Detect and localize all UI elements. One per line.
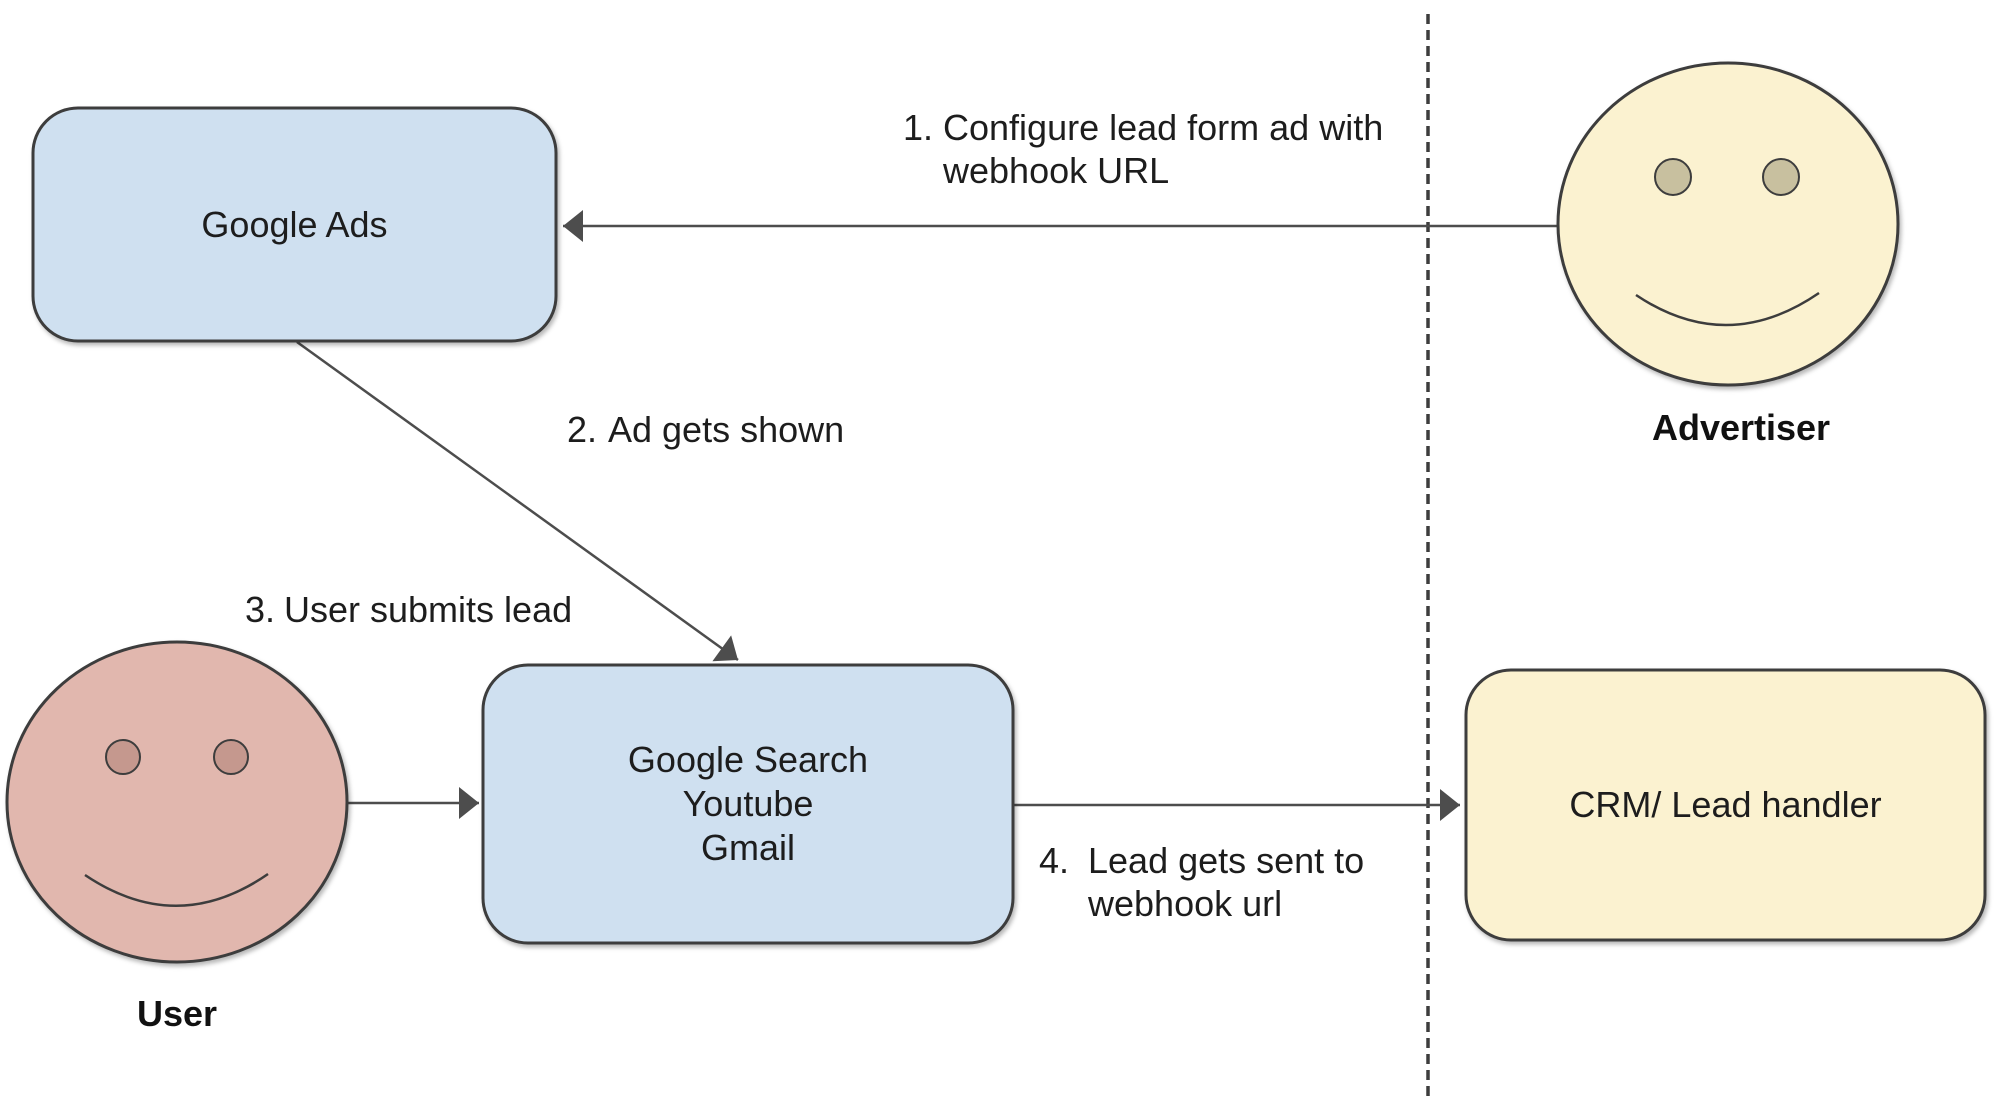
step-3-text-line-1: User submits lead — [284, 589, 573, 630]
step-1-text-line-1: Configure lead form ad with — [943, 107, 1384, 148]
advertiser-eye-left-icon — [1654, 158, 1692, 196]
user-avatar — [5, 640, 349, 964]
advertiser-eye-right-icon — [1762, 158, 1800, 196]
step-4-text-line-2: webhook url — [1088, 883, 1283, 924]
user-smile-icon — [84, 872, 269, 907]
platforms-label-line-1: Google Search — [627, 739, 869, 780]
google-ads-label: Google Ads — [201, 203, 388, 245]
step-2-text-line-1: Ad gets shown — [608, 409, 845, 450]
platforms-box — [481, 663, 1015, 945]
platforms-label: Google Search Youtube Gmail — [483, 665, 1013, 943]
step-4-label: 4. Lead gets sent to webhook url — [1039, 839, 1364, 925]
arrow-ad-gets-shown — [296, 340, 739, 662]
step-2-label: 2. Ad gets shown — [567, 408, 844, 451]
step-1-label: 1. Configure lead form ad with webhook U… — [903, 106, 1383, 192]
step-1-number: 1. — [903, 107, 934, 148]
crm-label: CRM/ Lead handler — [1569, 784, 1882, 825]
step-1-text-line-2: webhook URL — [943, 150, 1170, 191]
platforms-label-line-3: Gmail — [700, 827, 795, 868]
step-4-number: 4. — [1039, 840, 1070, 881]
crm-box — [1464, 668, 1987, 942]
user-eye-left-icon — [105, 739, 141, 775]
step-3-number: 3. — [245, 589, 276, 630]
user-face — [5, 640, 349, 964]
user-label: User — [136, 993, 218, 1034]
step-4-text-line-1: Lead gets sent to — [1088, 840, 1365, 881]
platforms-label-line-2: Youtube — [682, 783, 814, 824]
step-2-number: 2. — [567, 409, 598, 450]
advertiser-label: Advertiser — [1651, 407, 1831, 448]
advertiser-face — [1556, 61, 1900, 387]
advertiser-avatar — [1556, 61, 1900, 387]
advertiser-smile-icon — [1635, 291, 1820, 327]
user-eye-right-icon — [213, 739, 249, 775]
google-ads-box — [31, 106, 558, 343]
step-3-label: 3. User submits lead — [245, 588, 572, 631]
